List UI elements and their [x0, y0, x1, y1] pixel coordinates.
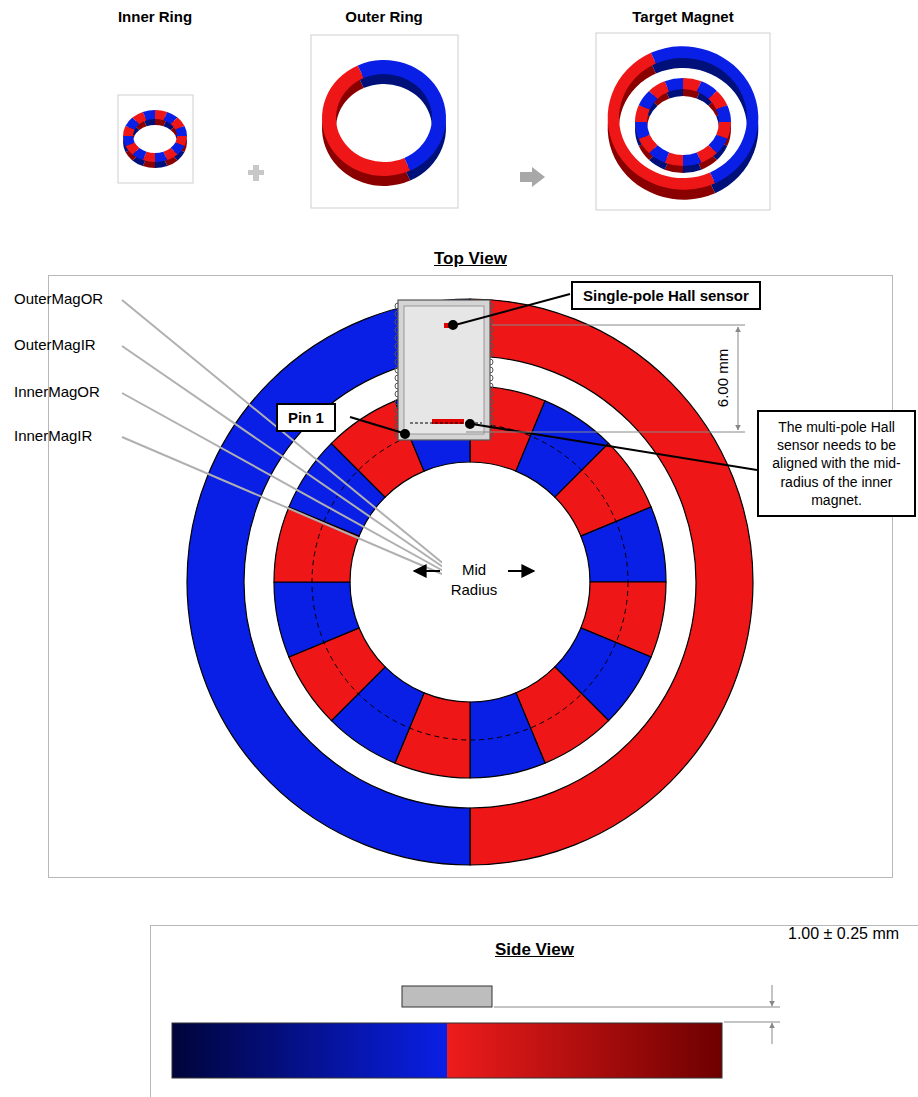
chip-pin — [395, 423, 398, 429]
chip-pin — [395, 319, 398, 325]
magnet-pole — [683, 152, 701, 166]
magnet-pole — [470, 299, 753, 865]
magnet-pole — [123, 136, 135, 146]
image-frame — [596, 33, 770, 210]
callout-box: The multi-pole Hall sensor needs to be a… — [757, 410, 916, 517]
magnet-pole — [635, 122, 650, 139]
sensor-side — [402, 986, 492, 1007]
view-heading: Side View — [151, 940, 918, 960]
callout-box: Single-pole Hall sensor — [571, 281, 761, 310]
sensor-chip — [395, 300, 493, 440]
chip-pin — [490, 407, 493, 413]
image-frame — [118, 95, 193, 183]
magnet-pole — [143, 110, 155, 120]
chip-pin — [395, 367, 398, 373]
radius-label: InnerMagIR — [14, 427, 92, 444]
magnet-side-outline — [172, 1023, 722, 1078]
plus-sign — [248, 165, 264, 181]
magnet-pole — [608, 53, 715, 190]
chip-pin — [395, 375, 398, 381]
combine-arrow — [520, 167, 545, 187]
chip-pin — [490, 399, 493, 405]
part-name: Target Magnet — [632, 8, 733, 25]
chip-pin — [490, 415, 493, 421]
chip-pin — [395, 327, 398, 333]
magnet-pole — [274, 582, 359, 657]
dimension: 1.00 ± 0.25 mm — [788, 925, 899, 943]
target-magnet-top — [187, 299, 753, 865]
dimension: 6.00 mm — [714, 349, 731, 407]
magnet-pole — [651, 46, 758, 183]
chip-pin — [395, 359, 398, 365]
magnet-pole — [322, 65, 410, 176]
side-view-panel: Side View — [150, 925, 918, 1097]
callout-text: Pin 1 — [288, 409, 324, 426]
chip-pin — [490, 343, 493, 349]
chip-pin — [395, 383, 398, 389]
chip-pin — [490, 351, 493, 357]
mid-radius-label: Mid Radius — [442, 560, 506, 601]
magnet-pole — [175, 126, 187, 136]
chip-pin — [395, 303, 398, 309]
chip-pin — [395, 407, 398, 413]
chip-pin — [395, 311, 398, 317]
ring-thumbnails — [123, 46, 758, 199]
chip-pin — [490, 327, 493, 333]
radius-label: OuterMagIR — [14, 336, 96, 353]
part-name: Outer Ring — [345, 8, 423, 25]
image-frame — [311, 35, 458, 208]
magnet-side-north — [172, 1023, 447, 1078]
dimension-airgap — [494, 985, 780, 1044]
chip-pin — [395, 335, 398, 341]
dimension-6mm — [466, 325, 745, 432]
chip-pin — [490, 391, 493, 397]
callout-text: Single-pole Hall sensor — [583, 287, 749, 304]
chip-pin — [490, 335, 493, 341]
radius-label: InnerMagOR — [14, 383, 100, 400]
magnet-pole — [155, 152, 167, 162]
chip-pin — [395, 351, 398, 357]
part-name: Inner Ring — [118, 8, 192, 25]
mid-radius-circle — [312, 424, 628, 740]
magnet-side-south — [447, 1023, 722, 1078]
chip-pin — [490, 383, 493, 389]
chip-pin — [490, 359, 493, 365]
chip-pin — [490, 367, 493, 373]
callout-box: Pin 1 — [276, 403, 336, 432]
chip-pin — [395, 391, 398, 397]
callout-text: The multi-pole Hall sensor needs to be a… — [765, 418, 908, 509]
magnet-pole — [665, 78, 683, 92]
view-heading: Top View — [49, 249, 892, 269]
magnet-pole — [358, 60, 446, 171]
chip-pin — [395, 415, 398, 421]
chip-pin — [490, 319, 493, 325]
chip-pin — [395, 399, 398, 405]
radius-label: OuterMagOR — [14, 290, 103, 307]
chip-pin — [490, 303, 493, 309]
callout-leaders — [350, 294, 757, 470]
magnet-pole — [716, 105, 731, 122]
chip-pin — [490, 375, 493, 381]
chip-pin — [395, 343, 398, 349]
